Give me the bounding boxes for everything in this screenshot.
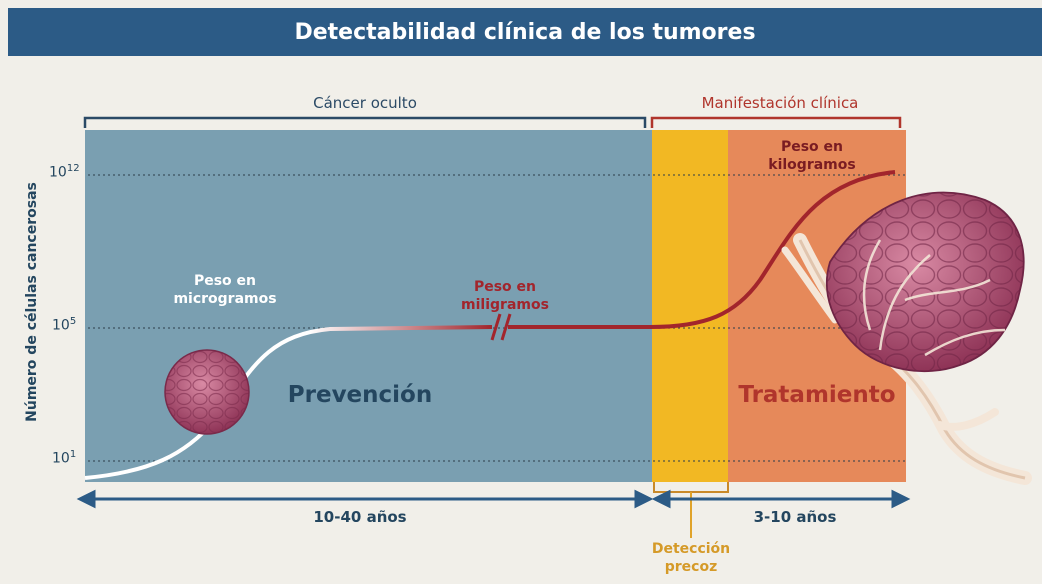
early-detection-label: Detección precoz xyxy=(651,541,731,575)
growth-curve-late xyxy=(649,170,896,329)
kilograms-annotation: Peso en kilogramos xyxy=(768,139,856,173)
milligrams-annotation: Peso en miligramos xyxy=(461,279,549,313)
prevention-label: Prevención xyxy=(287,382,433,408)
right-time-arrow xyxy=(651,489,911,509)
axis-break-icon xyxy=(490,313,512,341)
large-tumor-icon xyxy=(781,191,1032,485)
clinical-manifestation-bracket xyxy=(650,116,902,128)
micrograms-annotation: Peso en microgramos xyxy=(173,273,277,307)
title-bar: Detectabilidad clínica de los tumores xyxy=(8,8,1042,56)
left-time-arrow xyxy=(76,489,654,509)
right-span-label: 3-10 años xyxy=(753,508,837,526)
y-axis-label: Número de células cancerosas xyxy=(24,182,40,422)
hidden-cancer-label: Cáncer oculto xyxy=(313,94,417,112)
y-tick-1e5: 105 xyxy=(52,316,77,334)
treatment-label: Tratamiento xyxy=(738,382,896,408)
left-span-label: 10-40 años xyxy=(313,508,407,526)
diagram-title: Detectabilidad clínica de los tumores xyxy=(294,19,756,45)
y-tick-1e12: 1012 xyxy=(49,163,80,181)
y-tick-1e1: 101 xyxy=(52,449,77,467)
clinical-manifestation-label: Manifestación clínica xyxy=(701,94,859,112)
small-tumor-icon xyxy=(164,349,250,435)
early-detection-bracket xyxy=(653,482,729,538)
early-detection-zone xyxy=(652,130,728,482)
hidden-cancer-bracket xyxy=(83,116,647,128)
